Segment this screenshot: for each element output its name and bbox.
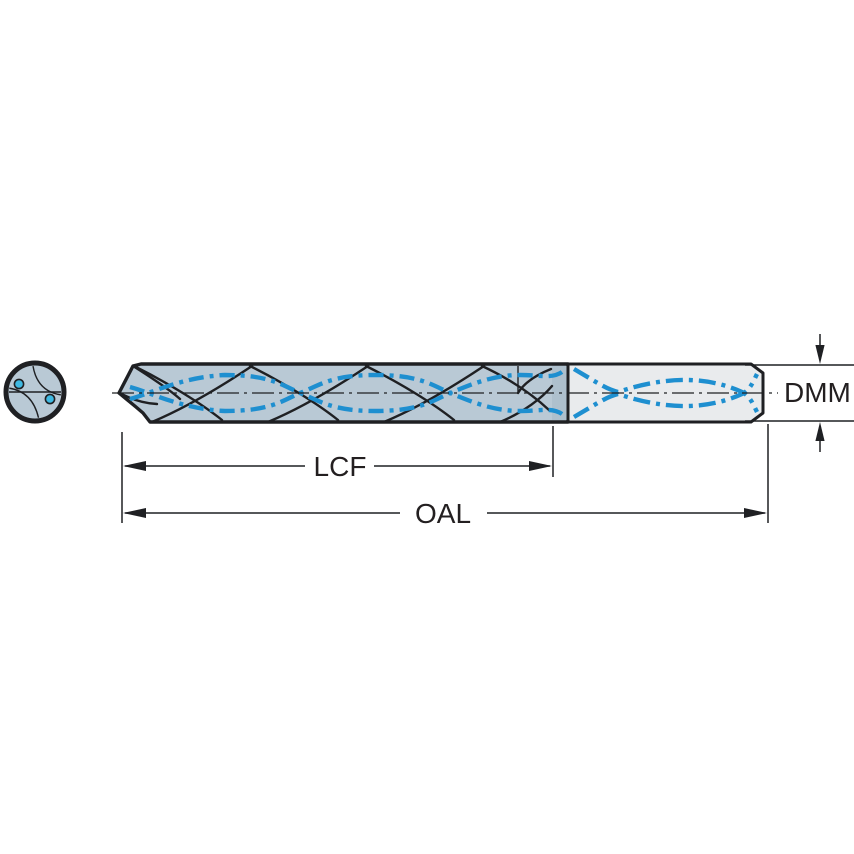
flute-runout-arc [516, 367, 553, 395]
lcf-dimension: LCF [123, 426, 554, 482]
coolant-channel-line [129, 372, 564, 416]
oal-dimension: OAL [123, 424, 769, 529]
arrow-down-icon [815, 345, 825, 364]
arrow-left-icon [123, 508, 146, 518]
flute-helix-line [132, 364, 224, 422]
arrow-right-icon [744, 508, 767, 518]
tip-flank-curve [118, 391, 159, 406]
arrow-left-icon [123, 461, 146, 471]
coolant-hole-icon [13, 378, 25, 390]
flute-helix-line [364, 364, 456, 422]
flute-helix-line [498, 384, 554, 424]
coolant-channels-flutes [129, 370, 564, 416]
dmm-dimension: DMM [745, 334, 854, 452]
dmm-label: DMM [784, 377, 851, 408]
end-view-cross-section [3, 360, 67, 424]
arrow-up-icon [815, 422, 825, 441]
drill-side-view [112, 362, 778, 424]
cross-section-flute-curve [32, 366, 61, 396]
coolant-channel-line [572, 367, 759, 413]
flute-helix-line [150, 364, 254, 424]
coolant-hole-icon [44, 393, 56, 405]
coolant-channel-line [129, 370, 564, 414]
flute-helix-line [266, 364, 370, 424]
lcf-label: LCF [314, 451, 367, 482]
coolant-channels-shank [572, 367, 759, 419]
arrow-right-icon [529, 461, 552, 471]
coolant-channel-line [572, 373, 759, 419]
flute-helix-line [382, 364, 486, 424]
oal-label: OAL [415, 498, 471, 529]
cross-section-flute-curve [9, 387, 40, 418]
dimension-annotations: LCF OAL DMM [121, 334, 854, 529]
